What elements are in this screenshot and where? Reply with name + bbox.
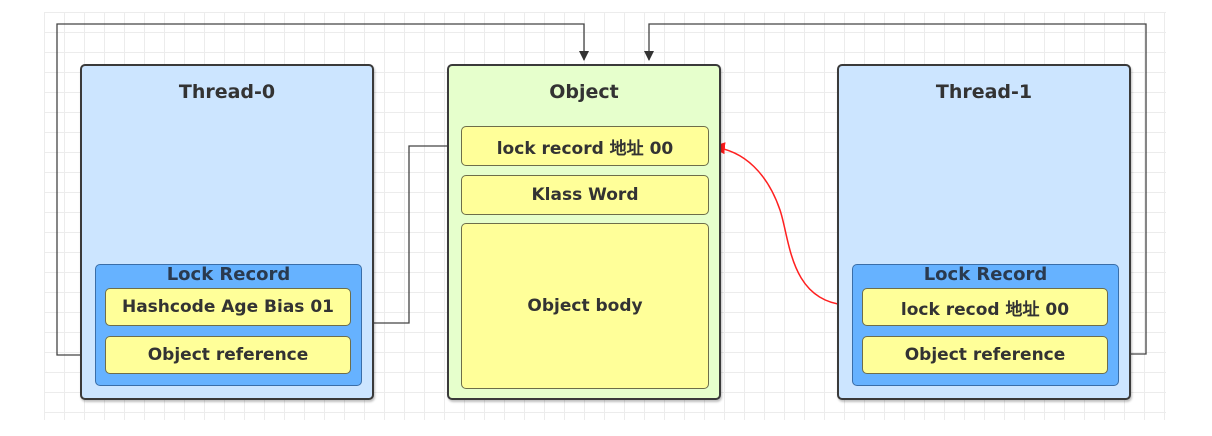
- object-body-field[interactable]: Object body: [461, 223, 709, 389]
- thread1-title: Thread-1: [935, 81, 1033, 103]
- thread1-lock-record-title: Lock Record: [923, 264, 1048, 285]
- object-lock-record-field[interactable]: lock record 地址 00: [461, 126, 709, 166]
- thread1-frame[interactable]: Thread-1 Lock Record lock recod 地址 00 Ob…: [837, 64, 1131, 400]
- thread1-lock-recod-field[interactable]: lock recod 地址 00: [862, 288, 1108, 326]
- thread0-lock-record-title: Lock Record: [166, 264, 291, 285]
- thread0-hashcode-field[interactable]: Hashcode Age Bias 01: [105, 288, 351, 326]
- thread0-frame[interactable]: Thread-0 Lock Record Hashcode Age Bias 0…: [80, 64, 374, 400]
- object-klass-word-field[interactable]: Klass Word: [461, 175, 709, 215]
- thread0-object-reference-field[interactable]: Object reference: [105, 336, 351, 374]
- thread1-lock-record[interactable]: Lock Record lock recod 地址 00 Object refe…: [852, 264, 1119, 386]
- object-frame[interactable]: Object lock record 地址 00 Klass Word Obje…: [447, 64, 721, 400]
- thread0-title: Thread-0: [178, 81, 276, 103]
- thread0-lock-record[interactable]: Lock Record Hashcode Age Bias 01 Object …: [95, 264, 362, 386]
- object-title: Object: [549, 81, 619, 103]
- thread1-object-reference-field[interactable]: Object reference: [862, 336, 1108, 374]
